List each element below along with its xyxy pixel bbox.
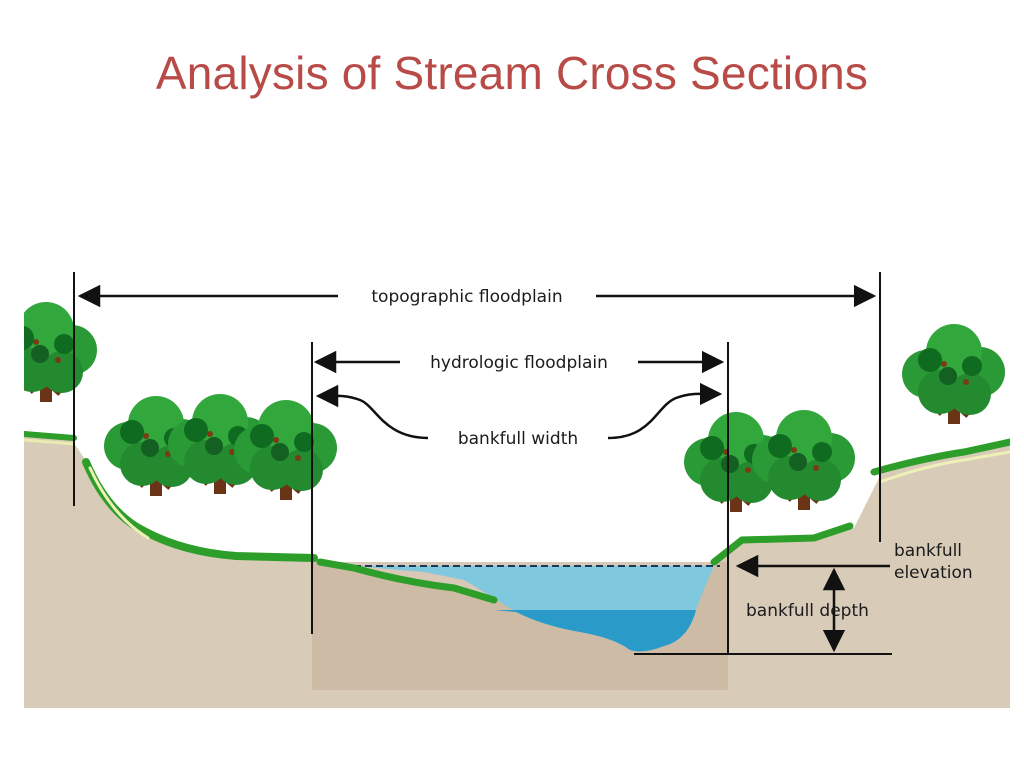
bankfull-width-arrow-left bbox=[315, 384, 429, 440]
stream-cross-section-diagram: topographic floodplain hydrologic floodp… bbox=[24, 262, 1010, 708]
hydrologic-floodplain-label: hydrologic floodplain bbox=[430, 353, 608, 373]
tree-left-edge bbox=[24, 302, 97, 402]
tree-left-3 bbox=[234, 400, 337, 500]
slide-title: Analysis of Stream Cross Sections bbox=[155, 47, 869, 99]
grass bbox=[24, 431, 1010, 604]
bankfull-width-arrow-right bbox=[607, 382, 723, 440]
bankfull-depth-label: bankfull depth bbox=[746, 601, 869, 621]
tree-right-edge bbox=[902, 324, 1005, 424]
floodplain-boundaries bbox=[73, 272, 881, 654]
bankfull-elevation-label-line1: bankfull bbox=[894, 541, 962, 561]
trees bbox=[24, 302, 1005, 512]
bankfull-width-label: bankfull width bbox=[458, 429, 578, 449]
bankfull-elevation-label-line2: elevation bbox=[894, 563, 973, 583]
topographic-floodplain-label: topographic floodplain bbox=[371, 287, 562, 307]
stream-water bbox=[354, 565, 720, 652]
